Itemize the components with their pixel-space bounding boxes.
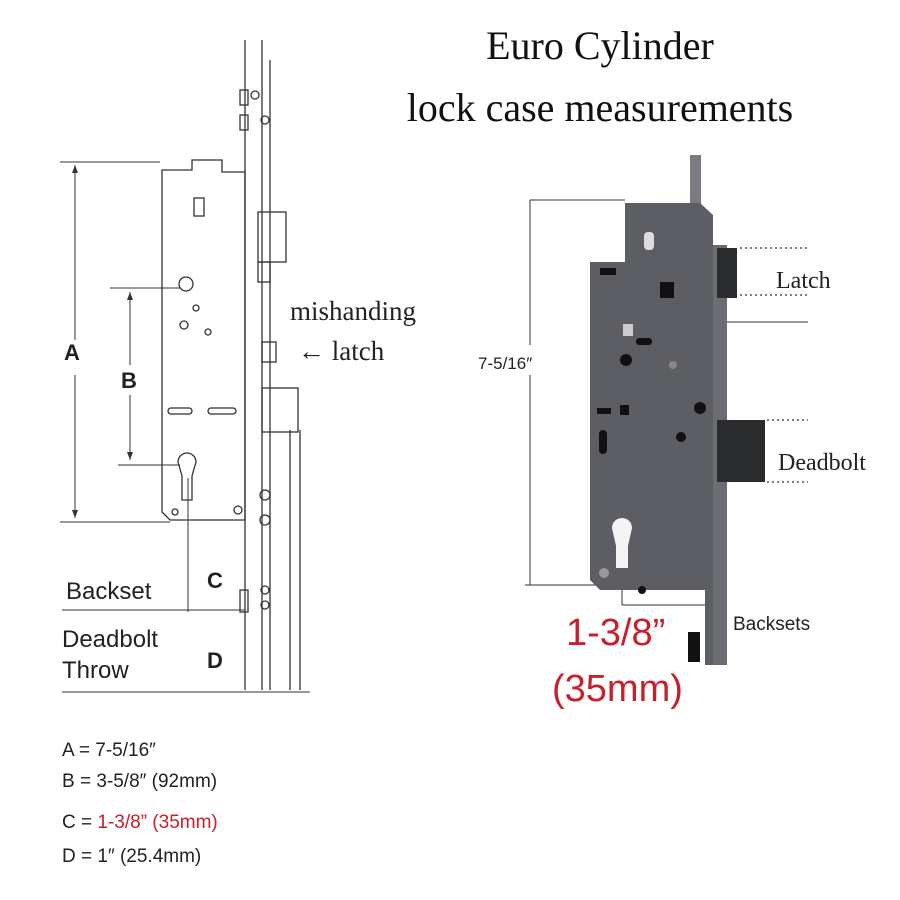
- legend-row-c: C = 1-3/8” (35mm): [62, 812, 218, 834]
- deadbolt-throw-label-line-1: Deadbolt: [62, 626, 159, 653]
- legend-value: 3-5/8″ (92mm): [96, 771, 218, 792]
- dimension-b-label: B: [121, 368, 137, 393]
- backsets-label: Backsets: [733, 614, 811, 635]
- height-dimension-label: 7-5/16″: [478, 354, 533, 373]
- dimension-c-label: C: [207, 568, 223, 593]
- legend-row-d: D = 1″ (25.4mm): [62, 846, 201, 868]
- legend-key: C =: [62, 812, 93, 833]
- legend-key: A =: [62, 740, 90, 761]
- mishanding-latch-label: ← latch: [298, 336, 385, 366]
- dimension-a-label: A: [64, 340, 80, 365]
- title-line-1: Euro Cylinder: [486, 23, 714, 68]
- mishanding-label: mishanding: [290, 296, 416, 326]
- backset-label: Backset: [66, 578, 152, 605]
- legend-value: 1-3/8” (35mm): [97, 812, 218, 833]
- legend-value: 7-5/16″: [95, 740, 156, 761]
- legend-key: D =: [62, 846, 93, 867]
- backset-mm-value: (35mm): [552, 668, 683, 710]
- deadbolt-label: Deadbolt: [778, 450, 866, 476]
- deadbolt-throw-label-line-2: Throw: [62, 657, 129, 684]
- backset-inch-value: 1-3/8”: [566, 612, 666, 654]
- legend-key: B =: [62, 771, 92, 792]
- legend-row-a: A = 7-5/16″: [62, 740, 156, 762]
- dimension-d-label: D: [207, 648, 223, 673]
- legend-value: 1″ (25.4mm): [97, 846, 202, 867]
- legend-row-b: B = 3-5/8″ (92mm): [62, 771, 217, 793]
- title-line-2: lock case measurements: [406, 85, 794, 130]
- latch-label: Latch: [776, 268, 831, 294]
